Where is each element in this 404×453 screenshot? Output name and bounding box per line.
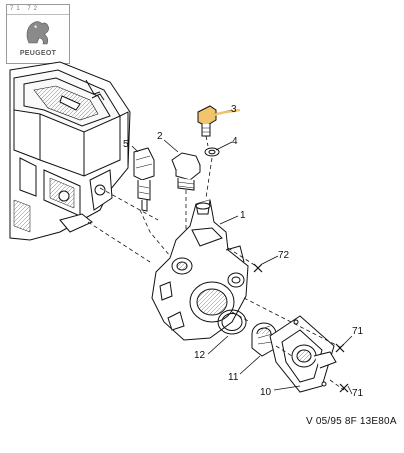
highlight-mark [211,108,241,118]
part-10-outlet-cover [269,315,337,393]
part-2-plug [171,152,201,191]
callout-2: 2 [157,131,163,142]
callout-11: 11 [228,372,239,383]
callout-12: 12 [194,350,206,361]
callout-4: 4 [232,136,238,147]
brand-logo: 71 72 PEUGEOT [6,4,70,64]
part-3-bleed-screw [197,105,217,137]
callout-5: 5 [123,139,129,150]
fixing-marker-crosses [253,263,349,393]
callout-3: 3 [231,104,237,115]
callout-72: 72 [278,250,290,261]
engine-block [9,61,131,241]
brand-name: PEUGEOT [19,50,57,57]
assembly-guide-lines [87,135,345,391]
diagram-reference-code: V 05/95 8F 13E80A [306,416,397,427]
callout-71-upper: 71 [352,326,364,337]
callout-10: 10 [260,387,272,398]
callout-71-lower: 71 [352,388,364,399]
part-12-gasket [217,309,247,335]
part-4-washer [204,147,220,157]
lion-emblem-icon [26,21,49,45]
part-5-sensor [133,147,155,212]
logo-header-strip: 71 72 [7,5,69,15]
callout-1: 1 [240,210,246,221]
part-1-thermostat-housing [151,199,249,341]
